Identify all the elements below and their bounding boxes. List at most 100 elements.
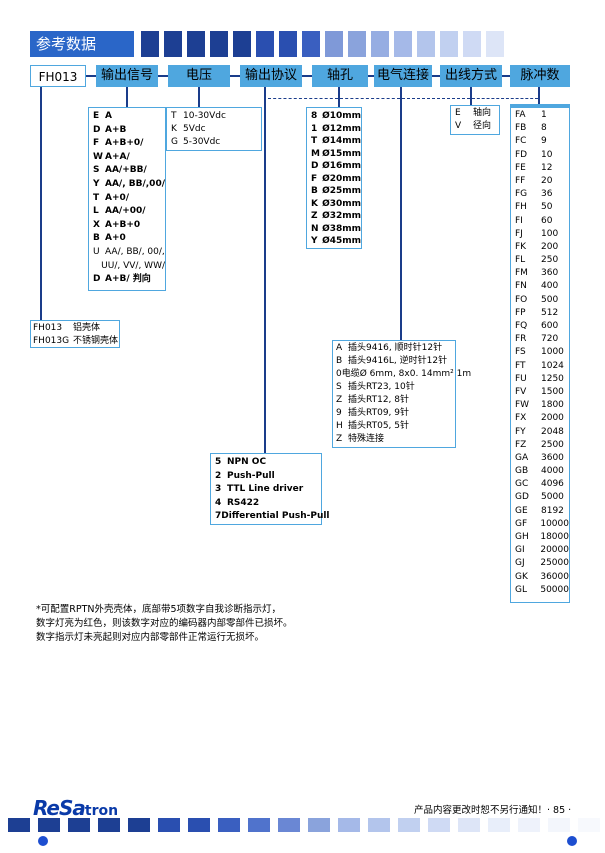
footer-square <box>518 818 540 832</box>
option-code: 7 <box>215 511 222 521</box>
option-desc: 720 <box>541 334 559 345</box>
option-desc: 8192 <box>541 505 564 516</box>
footer-square <box>428 818 450 832</box>
option-code: GK <box>515 571 528 582</box>
option-desc: 36 <box>541 189 553 200</box>
option-code: FT <box>515 360 526 371</box>
option-desc: Ø12mm <box>322 123 361 134</box>
option-code: U <box>93 246 100 257</box>
footer-square <box>368 818 390 832</box>
option-code: FH <box>515 202 527 213</box>
option-code: G <box>171 137 178 147</box>
option-code: K <box>311 198 318 209</box>
field-separator <box>158 75 168 77</box>
option-desc: A+0 <box>105 233 126 244</box>
field-shaft: 轴孔 <box>312 65 368 87</box>
option-desc: AA/, BB/,00/ <box>104 178 165 189</box>
connector-voltage <box>198 87 200 107</box>
note-line: *可配置RPTN外壳壳体，底部带5项数字自我诊断指示灯， <box>36 604 282 615</box>
option-desc: 10-30Vdc <box>183 111 226 121</box>
footer-square <box>578 818 600 832</box>
footer-dot-right <box>567 836 577 846</box>
option-code: FK <box>515 241 527 252</box>
option-code <box>93 260 101 274</box>
option-code: GJ <box>515 558 525 569</box>
option-code: Y <box>311 236 318 246</box>
option-code: D <box>93 124 101 135</box>
header-square <box>394 31 412 57</box>
option-desc: A+B+0/ <box>105 138 144 149</box>
header-square <box>302 31 320 57</box>
field-outlet: 出线方式 <box>440 65 502 87</box>
option-desc: 5000 <box>541 492 564 503</box>
option-code: V <box>455 121 462 131</box>
option-code: GF <box>515 518 528 529</box>
option-desc: 60 <box>541 215 553 226</box>
header-square <box>233 31 251 57</box>
option-code: FQ <box>515 321 528 331</box>
field-protocol: 输出协议 <box>240 65 302 87</box>
option-desc: Ø20mm <box>322 173 361 184</box>
option-desc: 4000 <box>541 466 564 477</box>
header-square <box>279 31 297 57</box>
connector-dashed <box>340 98 400 99</box>
option-code: FP <box>515 307 526 318</box>
option-code: FL <box>515 255 526 266</box>
option-code: FF <box>515 175 526 186</box>
option-desc: A+0/ <box>105 192 130 203</box>
option-code: FB <box>515 123 527 134</box>
footer-square <box>128 818 150 832</box>
option-desc: 轴向 <box>473 108 492 118</box>
footer-square <box>248 818 270 832</box>
option-code: L <box>93 206 99 217</box>
option-desc: TTL Line driver <box>227 484 304 494</box>
option-desc: 电缆Ø 6mm, 8x0. 14mm² 1m <box>341 369 472 379</box>
connector-protocol <box>264 87 266 453</box>
footer-dot-left <box>38 836 48 846</box>
footer-square <box>338 818 360 832</box>
option-desc: 12 <box>541 162 553 173</box>
footer-square <box>278 818 300 832</box>
option-code: FU <box>515 373 527 384</box>
option-code: GL <box>515 584 527 595</box>
option-code: B <box>93 233 100 244</box>
option-code: N <box>311 223 319 234</box>
option-code: 8 <box>311 111 318 121</box>
footer-notice: 产品内容更改时恕不另行通知！· 85 · <box>414 805 572 816</box>
option-desc: Ø38mm <box>322 223 361 234</box>
